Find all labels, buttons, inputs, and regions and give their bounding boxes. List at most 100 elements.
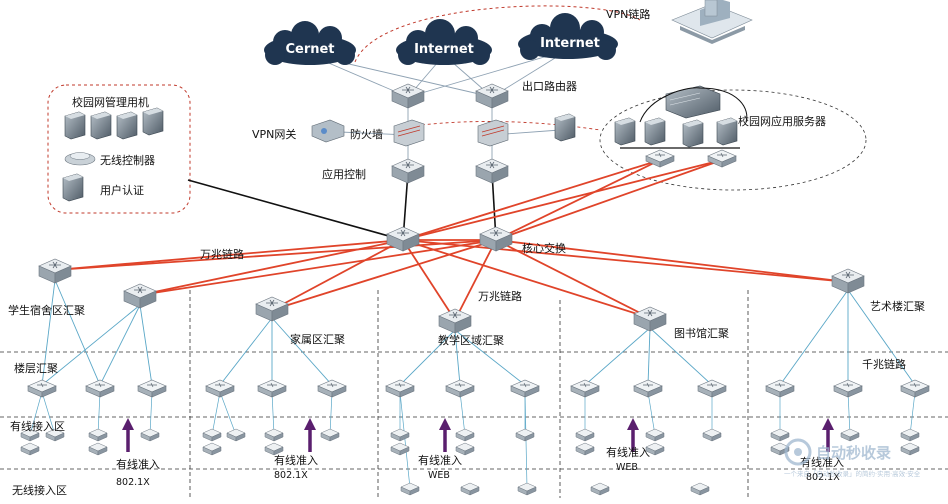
app-control-label: 应用控制: [322, 167, 366, 181]
dorm-agg-switch-1-icon: [38, 258, 72, 284]
floor-switch-icon: [833, 379, 863, 398]
wireless-ap-icon: [517, 482, 537, 496]
floor-access-links: [29, 391, 916, 489]
wan-links: [309, 49, 569, 172]
tengig-links: [54, 159, 849, 321]
dorm-agg-label: 学生宿舍区汇聚: [8, 303, 85, 317]
wired-auth-label-3: 有线准入: [418, 453, 462, 467]
wired-auth-label-1: 有线准入: [116, 457, 160, 471]
server-switch-2-icon: [707, 149, 737, 168]
floor-switch-icon: [445, 379, 475, 398]
proto-label-2: 802.1X: [274, 470, 308, 481]
access-switch-icon: [88, 442, 108, 456]
floor-switch-icon: [765, 379, 795, 398]
storage-array-icon: [665, 85, 721, 119]
access-switch-icon: [770, 428, 790, 442]
log-server-icon: [554, 113, 576, 142]
wired-auth-label-5: 有线准入: [800, 455, 844, 469]
wireless-controller-icon: [64, 152, 96, 166]
wired-zone-label: 有线接入区: [10, 419, 65, 433]
floor-switch-icon: [27, 379, 57, 398]
floor-switch-icon: [570, 379, 600, 398]
floor-switch-icon: [697, 379, 727, 398]
access-switch-icon: [140, 428, 160, 442]
access-switch-icon: [202, 428, 222, 442]
access-switch-icon: [88, 428, 108, 442]
art-agg-label: 艺术楼汇聚: [870, 299, 925, 313]
floor-switch-icon: [385, 379, 415, 398]
floor-switch-icon: [257, 379, 287, 398]
access-switch-icon: [645, 428, 665, 442]
dorm-agg-switch-2-icon: [123, 283, 157, 309]
access-switch-icon: [575, 442, 595, 456]
floor-switch-icon: [510, 379, 540, 398]
exit-router-1-icon: [391, 83, 425, 109]
wireless-ap-icon: [400, 482, 420, 496]
wireless-ap-icon: [460, 482, 480, 496]
cloud-label: Cernet: [285, 42, 334, 57]
access-switch-icon: [20, 442, 40, 456]
campus-mgmt-label: 校园网管理用机: [72, 95, 149, 109]
server-ring: [639, 87, 748, 123]
watermark-subtitle: 一个来自「自动秒收录」的简约·实用·高效·安全: [784, 469, 921, 478]
wired-auth-arrows: [122, 418, 834, 452]
floor-switch-icon: [633, 379, 663, 398]
tengig-label-2: 万兆链路: [478, 289, 522, 303]
access-switch-icon: [390, 428, 410, 442]
app-control-1-icon: [391, 158, 425, 184]
server-group-ellipse: [599, 89, 867, 191]
proto-label-5: 802.1X: [806, 472, 840, 483]
access-switch-icon: [840, 428, 860, 442]
access-switch-icon: [226, 428, 246, 442]
wired-auth-label-2: 有线准入: [274, 453, 318, 467]
vpn-link-label: VPN链路: [606, 7, 650, 21]
floor-switch-icon: [317, 379, 347, 398]
family-agg-label: 家属区汇聚: [290, 332, 345, 346]
teaching-agg-switch-icon: [438, 308, 472, 334]
proto-label-1: 802.1X: [116, 477, 150, 488]
firewall-label: 防火墙: [350, 127, 383, 141]
firewall-1-icon: [393, 119, 425, 147]
watermark-title: 自动秒收录: [816, 444, 891, 462]
family-agg-switch-icon: [255, 296, 289, 322]
access-switch-icon: [900, 442, 920, 456]
remote-building-icon: [671, 0, 753, 44]
art-agg-switch-icon: [831, 268, 865, 294]
cloud-label: Internet: [540, 36, 600, 51]
exit-router-label: 出口路由器: [522, 79, 577, 93]
gig-link-label: 千兆链路: [862, 357, 906, 371]
wireless-ap-icon: [590, 482, 610, 496]
floor-agg-label: 楼层汇聚: [14, 361, 58, 375]
access-switch-icon: [900, 428, 920, 442]
proto-label-4: WEB: [616, 462, 638, 473]
management-group-box: [47, 84, 191, 214]
wireless-zone-label: 无线接入区: [12, 483, 67, 497]
core-links: [187, 171, 497, 241]
access-switch-icon: [515, 428, 535, 442]
library-agg-label: 图书馆汇聚: [674, 326, 729, 340]
wireless-aps: [400, 482, 710, 496]
wired-auth-label-4: 有线准入: [606, 445, 650, 459]
library-agg-switch-icon: [633, 306, 667, 332]
vpn-link-curve: [354, 5, 641, 63]
teaching-agg-label: 教学区域汇聚: [438, 333, 504, 347]
access-switch-icon: [202, 442, 222, 456]
user-auth-label: 用户认证: [100, 183, 144, 197]
cloud-label: Internet: [414, 42, 474, 57]
tengig-label-1: 万兆链路: [200, 247, 244, 261]
access-switch-icon: [264, 428, 284, 442]
floor-switch-icon: [900, 379, 930, 398]
watermark: 自动秒收录 一个来自「自动秒收录」的简约·实用·高效·安全: [784, 438, 921, 478]
vpn-gateway-label: VPN网关: [252, 127, 296, 141]
wireless-ap-icon: [690, 482, 710, 496]
wireless-controller-label: 无线控制器: [100, 153, 155, 167]
mgmt-servers-icon: [64, 107, 164, 140]
access-switch-icon: [575, 428, 595, 442]
access-switch-icon: [455, 428, 475, 442]
cloud-internet-2: Internet: [518, 13, 618, 60]
vpn-gateway-icon: [311, 119, 345, 143]
floor-switches: [27, 379, 930, 398]
proto-label-3: WEB: [428, 470, 450, 481]
access-links: [41, 279, 916, 386]
